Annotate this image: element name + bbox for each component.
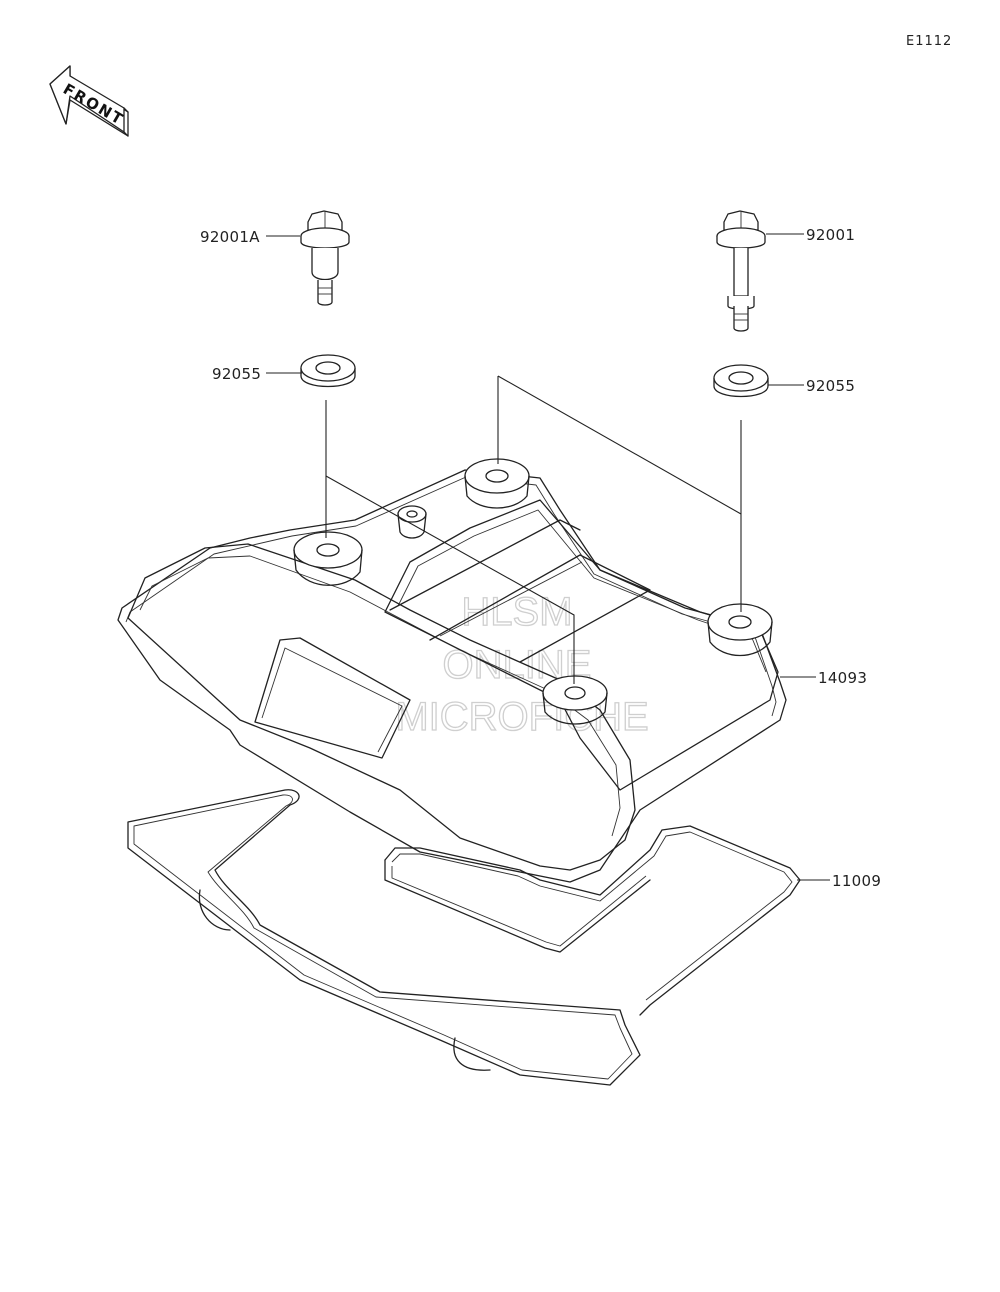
washer-left-part: [300, 354, 356, 388]
part-labels: 92001A 92055 92001 92055 14093 11009: [200, 226, 881, 890]
part-label-cover: 14093: [818, 669, 867, 687]
bolt-left-part: [300, 210, 350, 306]
part-label-bolt-left: 92001A: [200, 228, 260, 246]
assembly-lines: [325, 375, 742, 684]
bolt-boss-icon: [293, 531, 363, 586]
leader-lines: [266, 233, 830, 881]
washer-right-part: [713, 364, 769, 398]
bolt-boss-icon: [464, 458, 530, 509]
bolt-boss-icon: [542, 675, 608, 725]
diagram-code: E1112: [906, 34, 952, 49]
part-label-gasket: 11009: [832, 872, 881, 890]
watermark-line-2: ONLINE: [443, 643, 592, 687]
gasket-part: [127, 789, 801, 1086]
front-arrow-icon: FRONT: [49, 65, 129, 137]
watermark-line-3: MICROFICHE: [395, 695, 648, 739]
part-label-washer-left: 92055: [212, 365, 261, 383]
cylinder-head-cover-part: [117, 458, 787, 883]
part-label-bolt-right: 92001: [806, 226, 855, 244]
part-label-washer-right: 92055: [806, 377, 855, 395]
bolt-right-part: [716, 210, 766, 332]
bolt-boss-icon: [707, 603, 773, 656]
breather-icon: [397, 505, 427, 539]
